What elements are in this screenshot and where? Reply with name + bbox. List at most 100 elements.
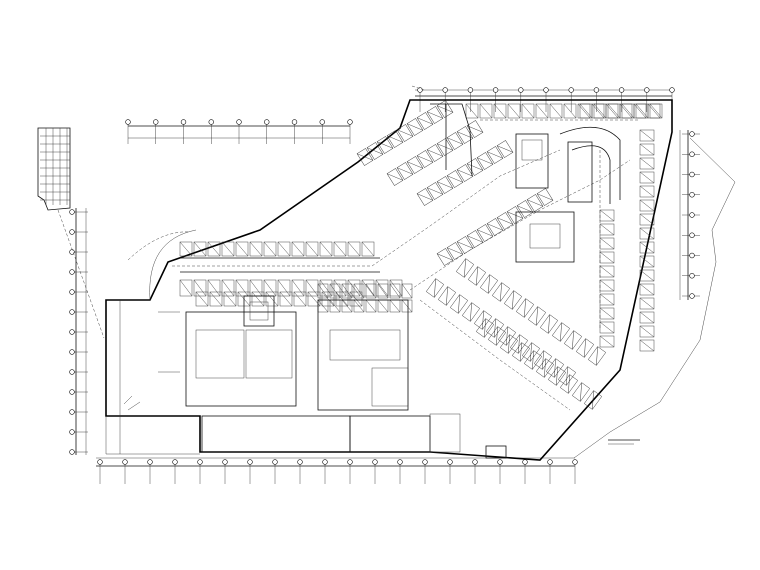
parking-stall (416, 112, 434, 130)
stall-diagonal (466, 235, 484, 243)
parking-stall (593, 103, 607, 119)
stall-diagonal (305, 241, 319, 257)
stall-diagonal (508, 334, 510, 354)
parking-stall (349, 291, 363, 307)
grid-bubble (689, 192, 695, 198)
parking-stall (396, 162, 414, 180)
grid-bubble (442, 87, 448, 93)
parking-stall (486, 218, 504, 236)
stall-diagonal (446, 286, 448, 306)
parking-stall (436, 100, 454, 118)
grid-bubble (689, 232, 695, 238)
grid-bubble (618, 87, 625, 93)
grid-bubble (69, 369, 75, 375)
parking-stall (533, 350, 553, 370)
grid-bubble (69, 209, 75, 215)
grid-bubble (69, 289, 75, 295)
stall-diagonal (376, 141, 394, 149)
stall-diagonal (649, 103, 663, 119)
stall-diagonal (599, 307, 615, 320)
stall-diagonal (456, 169, 474, 177)
stall-diagonal (291, 279, 305, 297)
stall-diagonal (329, 299, 341, 313)
parking-stall (465, 103, 479, 119)
stall-diagonal (446, 247, 464, 255)
stall-diagonal (599, 223, 615, 236)
parking-stall (621, 103, 635, 119)
stall-diagonal (506, 211, 524, 219)
annotation-marks (123, 311, 640, 445)
stall-diagonal (496, 145, 514, 153)
site-boundary (411, 85, 736, 459)
stall-diagonal (599, 237, 615, 250)
stall-diagonal (221, 241, 235, 257)
stall-diagonal (279, 291, 293, 307)
stall-diagonal (512, 290, 514, 310)
grid-bubble (125, 119, 131, 125)
stall-diagonal (221, 279, 235, 297)
parking-stall (476, 152, 494, 170)
parking-stall (365, 283, 377, 299)
stall-diagonal (639, 255, 655, 268)
parking-stall (455, 258, 475, 278)
stall-diagonal (482, 310, 484, 330)
stall-diagonal (476, 229, 494, 237)
parking-stall (386, 130, 404, 148)
parking-stall (491, 282, 511, 302)
stall-diagonal (494, 318, 496, 338)
grid-bubble (572, 459, 578, 465)
parking-stall (563, 103, 577, 119)
parking-stall (319, 241, 333, 257)
parking-stall (376, 136, 394, 154)
stall-diagonal (464, 258, 466, 278)
parking-stall (221, 279, 235, 297)
stall-diagonal (263, 241, 277, 257)
stall-diagonal (426, 149, 444, 157)
stall-diagonal (389, 283, 401, 299)
parking-stall (639, 311, 655, 324)
stall-diagonal (639, 311, 655, 324)
stall-diagonal (599, 335, 615, 348)
stall-diagonal (521, 103, 535, 119)
stall-diagonal (486, 151, 504, 159)
parking-stall (599, 307, 615, 320)
stall-diagonal (341, 299, 353, 313)
parking-stall (207, 241, 221, 257)
parking-stall (599, 335, 615, 348)
stall-diagonal (179, 241, 193, 257)
stall-diagonal (353, 299, 365, 313)
parking-stall (446, 242, 464, 260)
stall-diagonal (416, 117, 434, 125)
parking-stall (449, 294, 469, 314)
parking-stall (521, 342, 541, 362)
parking-stall (193, 279, 207, 297)
stall-diagonal (396, 167, 414, 175)
parking-stall (639, 157, 655, 170)
stall-diagonal (293, 291, 307, 307)
parking-stall (291, 241, 305, 257)
parking-stall (475, 318, 495, 338)
parking-stall (639, 227, 655, 240)
parking-stall (639, 297, 655, 310)
stall-diagonal (335, 291, 349, 307)
stall-diagonal (535, 103, 549, 119)
parking-stall (587, 346, 607, 366)
stall-diagonal (305, 279, 319, 297)
grid-bubble (689, 212, 695, 218)
stall-diagonal (493, 103, 507, 119)
parking-stall (361, 241, 375, 257)
parking-stall (497, 326, 517, 346)
stall-diagonal (426, 187, 444, 195)
parking-stall (235, 279, 249, 297)
parking-stall (527, 306, 547, 326)
stall-diagonal (639, 283, 655, 296)
parking-stall (485, 318, 505, 338)
grid-bubble (372, 459, 378, 465)
stall-diagonal (446, 175, 464, 183)
stall-diagonal (436, 181, 454, 189)
grid-bubble (69, 449, 75, 455)
building-outline (105, 99, 673, 461)
grid-bubble (347, 119, 353, 125)
grid-bubble (497, 459, 503, 465)
parking-stall (649, 103, 663, 119)
